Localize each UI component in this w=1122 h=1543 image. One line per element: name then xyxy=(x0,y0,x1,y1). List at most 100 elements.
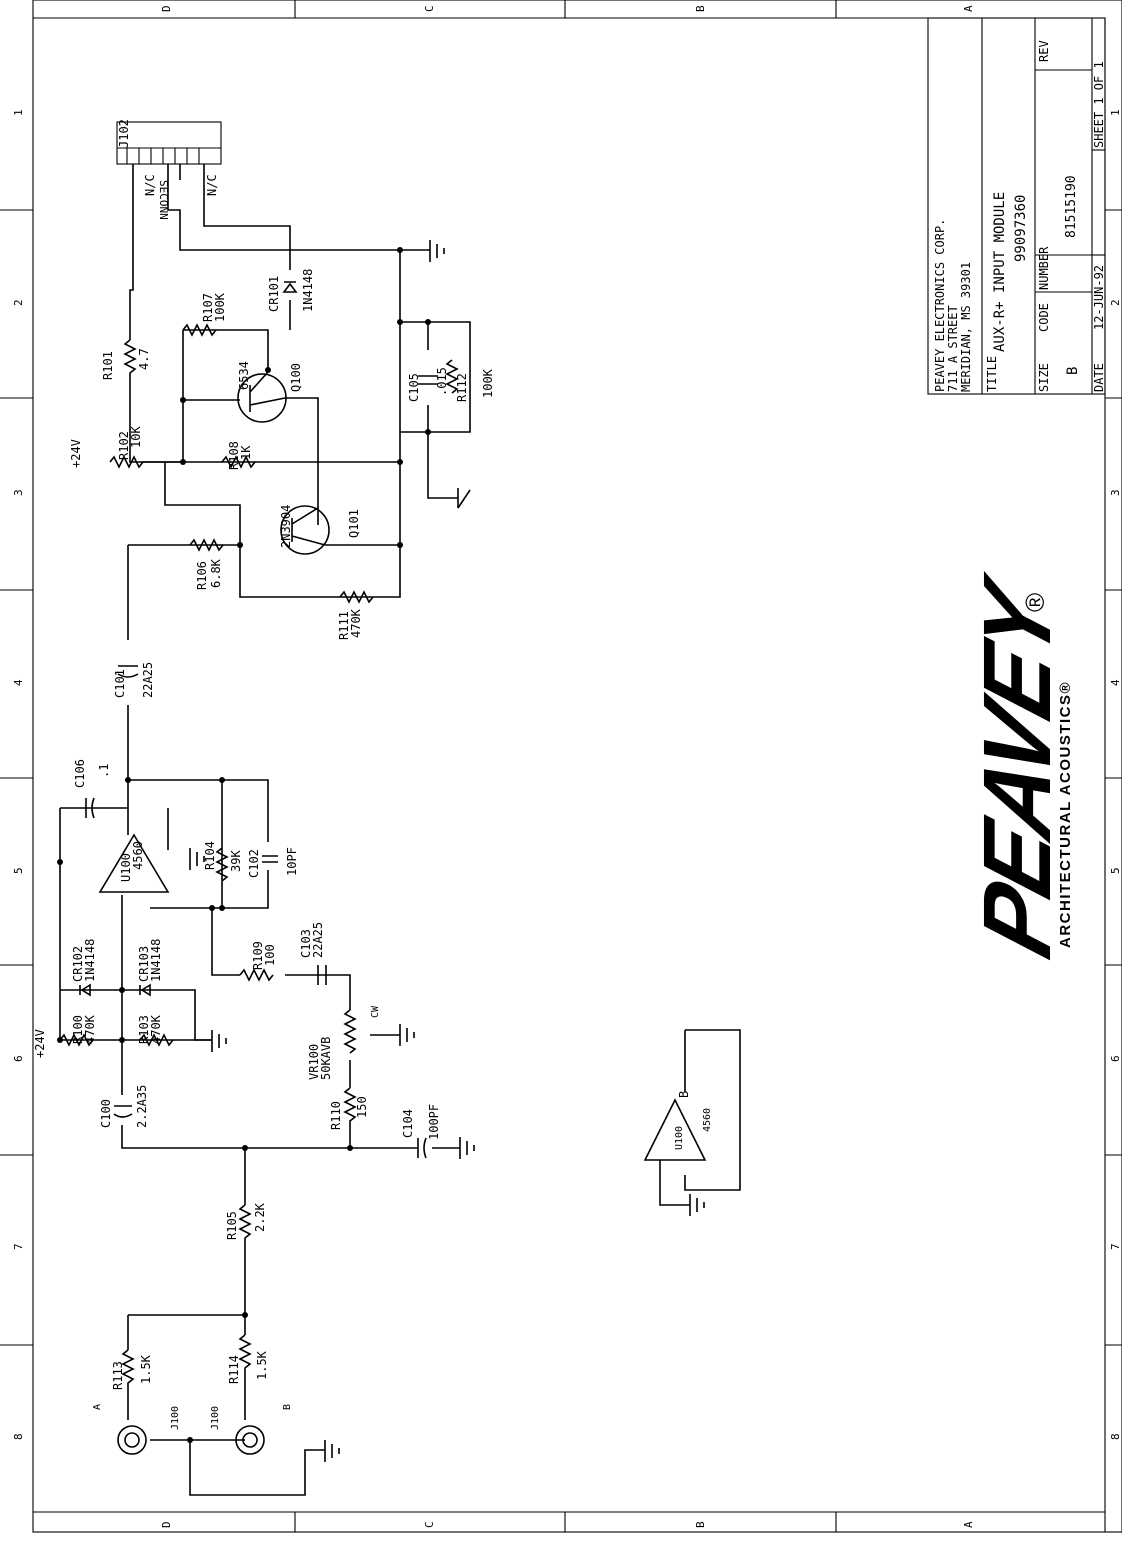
label-q101: Q101 xyxy=(347,509,361,538)
zone-number-right: 1 xyxy=(1109,109,1122,116)
label-r105: R105 xyxy=(225,1211,239,1240)
label-c101-value: 22A25 xyxy=(141,662,155,698)
wiring xyxy=(59,121,741,1496)
label-r113: R113 xyxy=(111,1361,125,1390)
label-r112: R112 xyxy=(455,373,469,402)
drawing-title: AUX-R+ INPUT MODULE xyxy=(992,192,1008,352)
label-r100: R100 xyxy=(71,1015,85,1044)
r107-zigzag xyxy=(182,323,217,337)
title-label: TITLE xyxy=(985,356,999,392)
label-c106-value: .1 xyxy=(97,764,111,778)
zone-labels: D C B A D C B A 1 2 3 4 5 6 7 8 1 2 3 4 … xyxy=(12,5,1122,1528)
zone-number-left: 8 xyxy=(12,1433,25,1440)
diodes xyxy=(79,281,298,997)
label-cw: CW xyxy=(370,1005,381,1018)
zone-number-left: 1 xyxy=(12,109,25,116)
label-r107-value: 100K xyxy=(213,292,227,322)
label-jack-b: B xyxy=(282,1404,293,1410)
company-address: 711 A STREET xyxy=(946,305,960,392)
label-cr103: CR103 xyxy=(137,946,151,982)
zone-number-left: 7 xyxy=(12,1243,25,1250)
label-u100b: U100 xyxy=(674,1126,685,1150)
junction-dots xyxy=(57,247,431,1443)
label-c105-value: .015 xyxy=(435,367,449,396)
resistors xyxy=(59,323,459,1395)
drawing-number: 81515190 xyxy=(1064,175,1079,238)
label-cr101: CR101 xyxy=(267,276,281,312)
zone-number-right: 3 xyxy=(1109,489,1122,496)
r111-zigzag xyxy=(339,590,374,604)
c101-plates xyxy=(117,665,139,678)
r113-zigzag xyxy=(121,1349,135,1395)
label-vr100: VR100 xyxy=(307,1044,321,1080)
code-label: CODE xyxy=(1037,303,1051,332)
zone-number-right: 8 xyxy=(1109,1433,1122,1440)
zone-letter-bottom: D xyxy=(160,1521,173,1528)
label-q100: Q100 xyxy=(289,363,303,392)
vr100-zigzag xyxy=(343,1009,357,1054)
label-u100: U100 xyxy=(119,853,133,882)
size-value: B xyxy=(1065,367,1081,375)
label-c100-value: 2.2A35 xyxy=(135,1085,149,1128)
label-r114: R114 xyxy=(227,1355,241,1384)
label-c103: C103 xyxy=(299,929,313,958)
label-c100: C100 xyxy=(99,1099,113,1128)
label-c105: C105 xyxy=(407,373,421,402)
label-r110-value: 150 xyxy=(355,1096,369,1118)
logo-subtitle: ARCHITECTURAL ACOUSTICS® xyxy=(1057,681,1074,948)
c106-plates xyxy=(85,797,95,819)
logo-registered-mark: ® xyxy=(1020,593,1050,612)
zone-number-right: 4 xyxy=(1109,679,1122,686)
zone-number-right: 7 xyxy=(1109,1243,1122,1250)
label-r104-value: 39K xyxy=(229,850,243,872)
label-r114-value: 1.5K xyxy=(255,1350,269,1380)
label-v24a: +24V xyxy=(69,439,83,468)
r114-zigzag xyxy=(238,1334,252,1385)
title-block: PEAVEY ELECTRONICS CORP. 711 A STREET ME… xyxy=(927,17,1106,395)
number-label: NUMBER xyxy=(1037,246,1051,290)
label-cr102: CR102 xyxy=(71,946,85,982)
date-value: 12-JUN-92 xyxy=(1092,265,1106,330)
label-r104: R104 xyxy=(203,841,217,870)
company-city: MERIDIAN, MS 39301 xyxy=(959,262,973,392)
zone-number-left: 5 xyxy=(12,867,25,874)
zone-letter-bottom: B xyxy=(694,1521,707,1528)
zone-number-left: 3 xyxy=(12,489,25,496)
r105-zigzag xyxy=(238,1204,252,1255)
label-c104-value: 100PF xyxy=(427,1104,441,1140)
zone-number-right: 5 xyxy=(1109,867,1122,874)
company-name: PEAVEY ELECTRONICS CORP. xyxy=(933,219,947,392)
logo-brand: PEAVEY xyxy=(963,563,1070,968)
label-r101: R101 xyxy=(101,351,115,380)
rev-label: REV xyxy=(1037,40,1051,62)
label-r113-value: 1.5K xyxy=(139,1354,153,1384)
label-u100-value: 4560 xyxy=(131,841,145,870)
label-r101-value: 4.7 xyxy=(137,348,151,370)
label-c101: C101 xyxy=(113,669,127,698)
label-vr100-value: 50KAVB xyxy=(319,1037,333,1080)
zone-number-left: 4 xyxy=(12,679,25,686)
zone-letter-top: B xyxy=(694,5,707,12)
label-r112-value: 100K xyxy=(481,368,495,398)
label-r108: R108 xyxy=(227,441,241,470)
transistors xyxy=(237,371,330,555)
r103-zigzag xyxy=(139,1033,174,1047)
zone-number-left: 2 xyxy=(12,299,25,306)
r112-zigzag xyxy=(445,359,459,394)
label-seconn: SECONN xyxy=(157,180,170,220)
label-r103-value: 470K xyxy=(149,1014,163,1044)
zone-number-left: 6 xyxy=(12,1055,25,1062)
label-r100-value: 470K xyxy=(83,1014,97,1044)
r109-zigzag xyxy=(239,968,274,982)
label-r103: R103 xyxy=(137,1015,151,1044)
capacitors xyxy=(85,375,438,1159)
zone-letter-top: A xyxy=(962,5,975,12)
label-j100a: J100 xyxy=(170,1406,181,1430)
r102-zigzag xyxy=(109,455,183,469)
label-c102-value: 10PF xyxy=(285,847,299,876)
label-r102-value: 10K xyxy=(129,426,143,448)
zone-letter-top: C xyxy=(423,5,436,12)
component-labels: J102 SECONN N/C N/C R101 4.7 +24V R102 1… xyxy=(33,119,713,1430)
ground-symbols xyxy=(189,240,705,1462)
